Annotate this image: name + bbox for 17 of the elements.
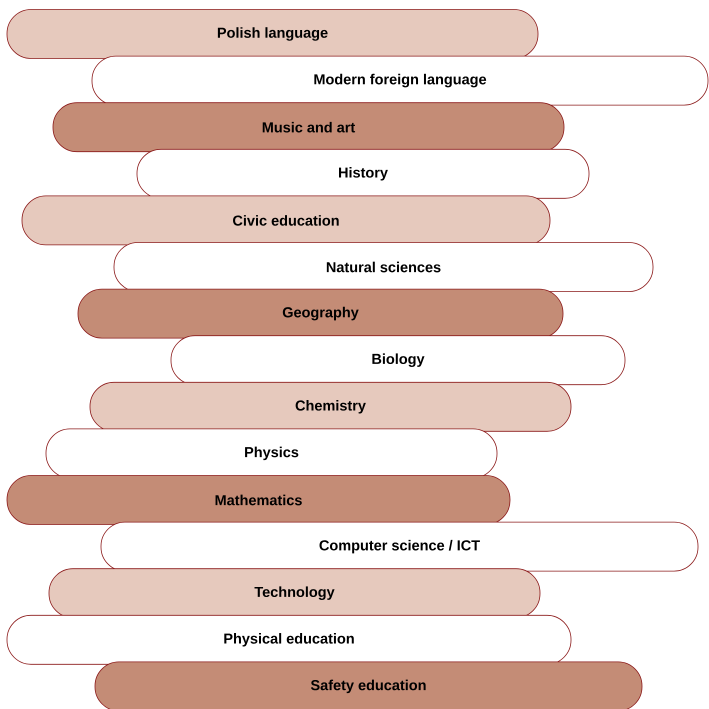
subject-pill: History bbox=[136, 148, 590, 199]
node-label: Modern foreign language bbox=[314, 74, 486, 88]
subject-pill: Mathematics bbox=[6, 475, 510, 525]
subject-pill: Chemistry bbox=[90, 382, 572, 432]
subject-pill: Biology bbox=[170, 335, 626, 386]
subject-pill: Music and art bbox=[52, 102, 564, 152]
subject-pill: Physics bbox=[46, 428, 498, 478]
node-label: Computer science / ICT bbox=[320, 540, 480, 554]
subject-pill: Technology bbox=[48, 568, 540, 618]
subject-pill: Polish language bbox=[6, 9, 538, 59]
subject-pill: Physical education bbox=[6, 614, 572, 665]
subject-pill: Civic education bbox=[22, 195, 550, 246]
subject-pill: Natural sciences bbox=[114, 242, 654, 292]
subject-pill: Computer science / ICT bbox=[100, 522, 698, 572]
subject-pill: Safety education bbox=[94, 662, 642, 709]
subject-pill: Modern foreign language bbox=[92, 56, 708, 106]
subject-pill: Geography bbox=[78, 288, 564, 338]
